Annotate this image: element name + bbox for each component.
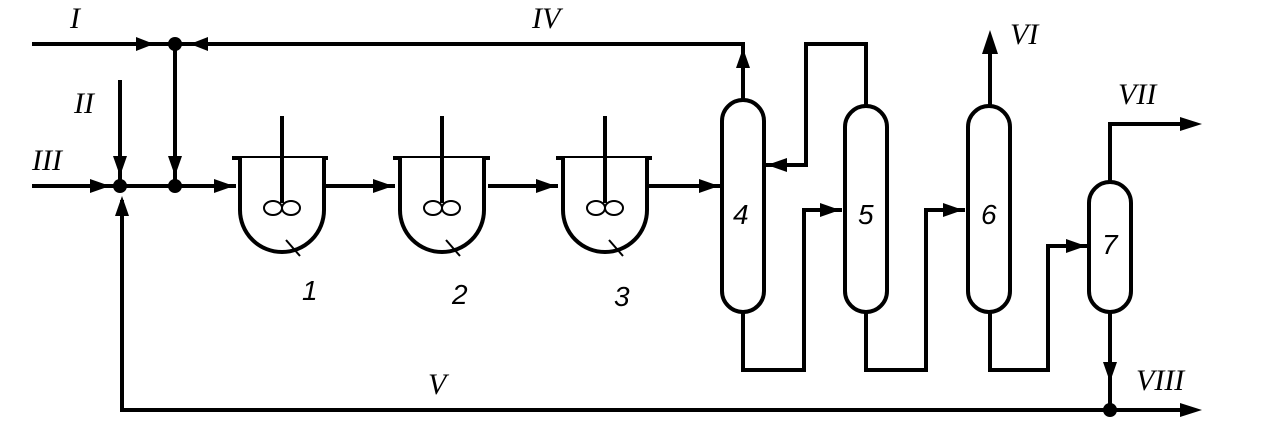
junction-dot-bottom (1103, 403, 1117, 417)
arrow-to-c6 (943, 203, 963, 217)
stream-label-vi: VI (1010, 18, 1040, 51)
stream-label-v: V (428, 368, 450, 401)
arrow-reflux-c4 (767, 158, 787, 172)
arrow-to-r3 (536, 179, 556, 193)
pipe-c5-c4 (765, 42, 868, 167)
arrow-ii-down (113, 156, 127, 176)
arrow-vii-out (1180, 117, 1202, 131)
stream-label-ii: II (73, 87, 96, 120)
unit-label-6: 6 (981, 199, 997, 230)
column-6 (966, 104, 1012, 314)
unit-label-1: 1 (302, 275, 318, 306)
stream-label-i: I (69, 2, 82, 35)
reactor-1 (232, 116, 328, 257)
arrow-to-c5 (820, 203, 840, 217)
arrow-iv-up (736, 48, 750, 68)
arrow-to-r1 (214, 179, 234, 193)
column-7 (1087, 180, 1133, 314)
arrow-i-down (168, 156, 182, 176)
unit-label-5: 5 (858, 199, 874, 230)
stream-label-iv: IV (531, 2, 564, 35)
unit-label-2: 2 (451, 279, 468, 310)
arrow-viii-out (1180, 403, 1202, 417)
stream-label-iii: III (31, 144, 64, 177)
arrow-v-up (115, 196, 129, 216)
stream-label-vii: VII (1118, 78, 1158, 111)
pipe-c4-c5 (741, 208, 842, 372)
reactor-3 (556, 116, 652, 257)
pipe-c5-c6 (864, 208, 965, 372)
arrow-iv-in (190, 37, 208, 51)
arrow-to-c7 (1066, 239, 1086, 253)
junction-dot-feed (168, 179, 182, 193)
pipe-stream-v (120, 200, 1110, 412)
reactor-2 (393, 116, 490, 257)
pipe-c6-c7 (988, 244, 1088, 372)
arrow-c7-down (1103, 362, 1117, 382)
arrow-iii-in (90, 179, 110, 193)
column-5 (843, 104, 889, 314)
unit-label-7: 7 (1102, 229, 1119, 260)
stream-label-viii: VIII (1136, 364, 1186, 397)
junction-dot-mix (113, 179, 127, 193)
arrow-vi-up (982, 30, 998, 54)
column-4 (720, 98, 766, 314)
unit-label-3: 3 (614, 281, 630, 312)
pipe-stream-vii (1108, 122, 1185, 185)
arrow-to-r2 (373, 179, 393, 193)
junction-dot-top (168, 37, 182, 51)
arrow-to-c4 (699, 179, 719, 193)
unit-label-4: 4 (733, 199, 749, 230)
arrow-i-in (136, 37, 154, 51)
pipe-stream-iv (175, 42, 745, 100)
